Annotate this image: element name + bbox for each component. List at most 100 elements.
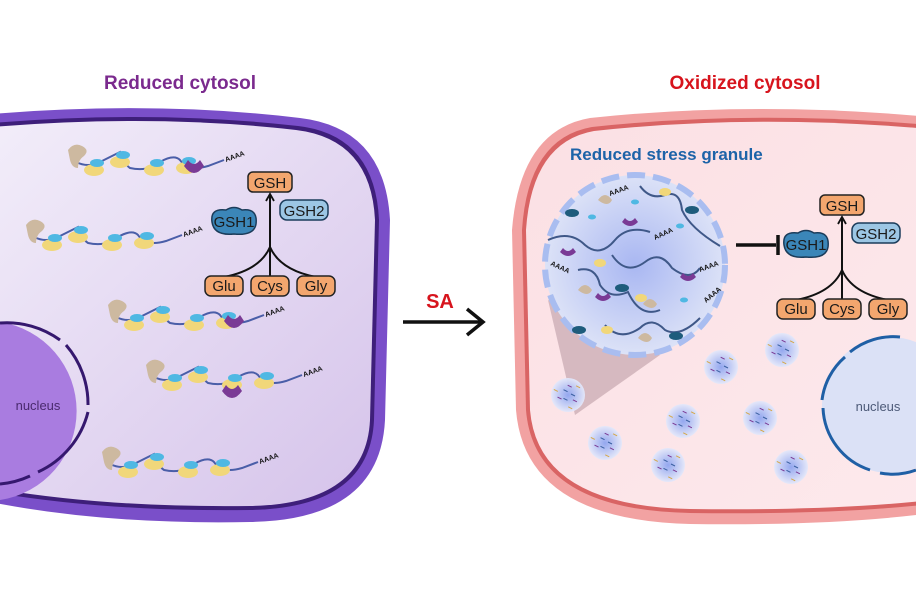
granule-component — [706, 360, 712, 364]
substrate-gly: Gly — [296, 275, 336, 297]
ribosome-small-subunit — [631, 199, 639, 205]
granule-component — [786, 469, 791, 473]
ribosome-large-subunit — [110, 156, 130, 168]
granule-component — [612, 433, 618, 437]
ribosome-large-subunit — [178, 466, 198, 478]
granule-component — [687, 425, 693, 429]
cap-binding-protein — [598, 195, 612, 204]
granule-component — [600, 445, 605, 449]
ribosome-large-subunit — [184, 319, 204, 331]
substrate-label: Cys — [829, 301, 855, 318]
granule-component — [667, 454, 672, 458]
granule-component — [790, 456, 795, 460]
gsh1-shape — [783, 229, 829, 259]
granule-component — [567, 406, 573, 410]
cap-binding-protein — [643, 299, 657, 308]
synthesis-arrowhead — [265, 192, 275, 202]
gsh1-label: GSH1 — [214, 214, 255, 231]
gsh1-enzyme: GSH1 — [211, 206, 257, 236]
granule-component — [710, 368, 715, 372]
ribosome-large-subunit — [144, 458, 164, 470]
granule-component — [572, 399, 578, 403]
granule-component — [575, 385, 581, 389]
granule-component — [678, 415, 683, 419]
rna-binding-protein — [184, 160, 204, 173]
stress-granule — [651, 448, 685, 482]
granule-component — [675, 455, 681, 459]
gsh1-aggregate — [565, 209, 579, 217]
granule-label: Reduced stress granule — [570, 145, 763, 164]
granule-component — [563, 389, 568, 393]
substrate-box — [204, 275, 244, 297]
gsh2-enzyme: GSH2 — [279, 199, 329, 221]
gsh-label: GSH — [826, 198, 859, 215]
granule-component — [667, 476, 673, 480]
granule-component — [798, 457, 804, 461]
granule-component — [653, 458, 659, 462]
stress-granule — [704, 350, 738, 384]
granule-component — [793, 465, 799, 469]
cap-binding-protein — [638, 333, 652, 342]
granule-mrna-strand — [577, 268, 661, 313]
granule-component — [670, 463, 676, 467]
granule-component — [553, 388, 559, 392]
granule-component — [759, 407, 764, 411]
gsh1-shape — [211, 206, 257, 236]
granule-component — [725, 371, 731, 375]
rna-binding-protein — [622, 218, 638, 226]
granule-component — [780, 468, 785, 472]
ribosome-large-subunit — [150, 311, 170, 323]
ribosome-small-subunit — [140, 232, 154, 240]
gsh2-label: GSH2 — [856, 226, 897, 243]
cap-binding-protein — [146, 359, 165, 383]
granule-component — [716, 361, 721, 365]
ribosome-small-subunit — [194, 366, 208, 374]
right-nucleus-label: nucleus — [856, 399, 901, 414]
granule-component — [609, 447, 615, 451]
substrate-label: Glu — [212, 278, 235, 295]
granule-component — [720, 356, 725, 360]
granule-component — [678, 423, 683, 427]
granule-body — [551, 378, 585, 412]
substrate-cys: Cys — [250, 275, 290, 297]
granule-component — [557, 396, 562, 400]
granule-component — [767, 343, 773, 347]
granule-component — [749, 419, 754, 423]
ribosome-large-subunit — [210, 464, 230, 476]
substrate-box — [822, 298, 862, 320]
granule-component — [777, 352, 782, 356]
granule-mrna-strand — [639, 185, 721, 247]
ribosome-large-subunit — [162, 379, 182, 391]
granule-component — [682, 432, 688, 436]
ribosome-large-subunit — [144, 164, 164, 176]
granule-component — [723, 365, 729, 369]
substrate-label: Gly — [305, 278, 328, 295]
ribosome-small-subunit — [90, 159, 104, 167]
mrna-polysome: AAAA — [68, 144, 246, 176]
granule-component — [604, 454, 610, 458]
stress-granule-group — [551, 333, 808, 484]
granule-mrna-strand — [547, 228, 651, 252]
granule-body — [765, 333, 799, 367]
rna-binding-protein — [224, 315, 244, 328]
stress-granule — [551, 378, 585, 412]
rna-binding-protein — [680, 273, 696, 281]
granule-component — [789, 340, 795, 344]
gsh-label: GSH — [254, 175, 287, 192]
substrate-box — [868, 298, 908, 320]
granule-component — [685, 419, 691, 423]
granule-component — [716, 369, 721, 373]
granule-body — [666, 404, 700, 438]
ribosome-small-subunit — [108, 234, 122, 242]
granule-component — [786, 461, 791, 465]
granule-component — [682, 410, 687, 414]
stress-granule — [666, 404, 700, 438]
granule-component — [795, 471, 801, 475]
ribosome-large-subunit — [102, 239, 122, 251]
granule-component — [690, 411, 696, 415]
ribosome-large-subunit — [659, 188, 671, 196]
gsh1-label: GSH1 — [786, 237, 827, 254]
granule-component — [745, 411, 751, 415]
